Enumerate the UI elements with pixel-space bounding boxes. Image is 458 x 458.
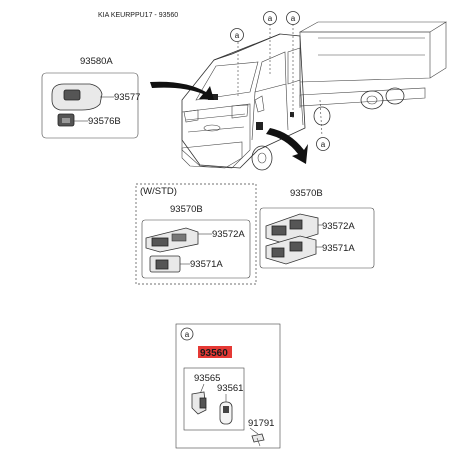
label-93565: 93565 bbox=[194, 373, 220, 384]
label-93576B: 93576B bbox=[88, 116, 121, 127]
wstd-dashed-box bbox=[135, 183, 257, 285]
label-93561: 93561 bbox=[217, 383, 243, 394]
bulb-93561 bbox=[219, 401, 233, 425]
highlight-93560-bg bbox=[198, 346, 232, 358]
switch-93572A-left bbox=[145, 227, 199, 253]
group-93570B-right-box bbox=[259, 207, 375, 269]
label-93580A: 93580A bbox=[80, 56, 113, 67]
callout-a-icon: a bbox=[230, 28, 244, 42]
label-93571A-left: 93571A bbox=[190, 259, 223, 270]
lamp-93565 bbox=[191, 391, 207, 415]
header-title: KIA KEURPPU17 - 93560 bbox=[98, 12, 178, 19]
callout-leaders bbox=[237, 24, 323, 137]
label-91791: 91791 bbox=[248, 418, 274, 429]
label-93572A-right: 93572A bbox=[322, 221, 355, 232]
label-93570B-left: 93570B bbox=[170, 204, 203, 215]
label-93571A-right: 93571A bbox=[322, 243, 355, 254]
truck-illustration bbox=[181, 21, 448, 171]
arrow-icon bbox=[266, 128, 308, 164]
svg-text:a: a bbox=[268, 14, 273, 23]
callout-a-icon: a bbox=[316, 137, 330, 151]
callout-a-icon: a bbox=[263, 11, 277, 25]
group-93560-inner-box bbox=[183, 367, 245, 431]
arrow-icon bbox=[150, 81, 214, 100]
group-93580A-box bbox=[41, 72, 139, 139]
callout-a-icon: a bbox=[180, 327, 194, 341]
side-switch-location bbox=[256, 122, 263, 130]
label-93577: 93577 bbox=[114, 92, 140, 103]
group-93570B-left-box bbox=[141, 219, 251, 279]
switch-93571A-right bbox=[265, 235, 317, 265]
callout-a-icon: a bbox=[286, 11, 300, 25]
svg-text:a: a bbox=[321, 140, 326, 149]
svg-text:a: a bbox=[235, 31, 240, 40]
label-93570B-right: 93570B bbox=[290, 188, 323, 199]
label-93572A-left: 93572A bbox=[212, 229, 245, 240]
label-93560: 93560 bbox=[200, 348, 228, 359]
screw-91791 bbox=[251, 433, 265, 447]
svg-text:a: a bbox=[291, 14, 296, 23]
switch-93572A-right bbox=[265, 213, 319, 245]
label-wstd: (W/STD) bbox=[140, 186, 177, 197]
connector-93576B bbox=[57, 113, 75, 127]
svg-text:a: a bbox=[185, 330, 190, 339]
switch-93571A-left bbox=[149, 255, 181, 273]
switch-93577 bbox=[51, 83, 103, 111]
detail-a-box bbox=[175, 323, 281, 449]
